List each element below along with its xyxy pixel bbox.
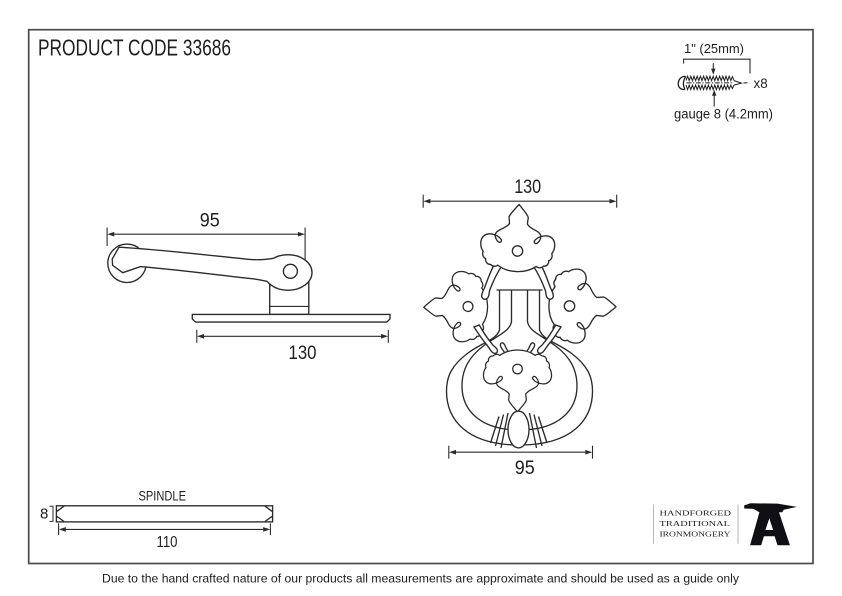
svg-text:Due to the hand crafted nature: Due to the hand crafted nature of our pr… (102, 572, 740, 586)
svg-text:PRODUCT CODE 33686: PRODUCT CODE 33686 (38, 35, 231, 61)
svg-text:95: 95 (515, 457, 535, 479)
svg-text:1" (25mm): 1" (25mm) (684, 41, 744, 56)
svg-text:110: 110 (157, 534, 178, 551)
svg-text:130: 130 (289, 342, 317, 364)
svg-text:95: 95 (200, 209, 220, 231)
svg-text:x8: x8 (754, 76, 768, 91)
svg-text:IRONMONGERY: IRONMONGERY (660, 529, 732, 538)
svg-text:SPINDLE: SPINDLE (139, 489, 187, 504)
svg-text:HANDFORGED: HANDFORGED (660, 509, 732, 518)
svg-text:TRADITIONAL: TRADITIONAL (660, 519, 731, 528)
svg-text:8: 8 (40, 506, 48, 523)
svg-text:gauge 8 (4.2mm): gauge 8 (4.2mm) (674, 107, 773, 123)
svg-text:130: 130 (514, 176, 541, 198)
